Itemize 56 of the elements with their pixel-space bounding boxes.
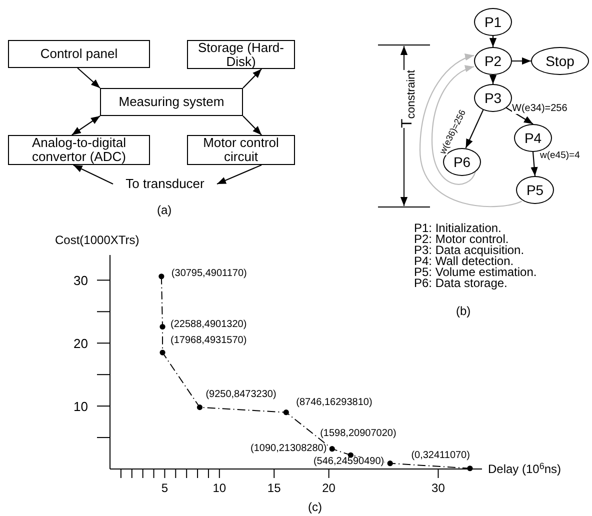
process-ellipse: Stop: [531, 47, 589, 75]
arrow: [489, 75, 497, 84]
axis-label: Cost(1000XTrs): [55, 234, 140, 246]
process-ellipse: P5: [516, 176, 554, 204]
tick-label: 10: [72, 400, 88, 414]
process-ellipse: P2: [474, 47, 512, 75]
point-label: (22588,4901320): [170, 320, 247, 330]
axis-label: Delay (10$^{6}$ns): [488, 463, 562, 475]
key-text: P5: Volume estimation.: [414, 266, 537, 278]
tick-label: 20: [321, 482, 336, 494]
process-box: Measuring system: [100, 88, 243, 116]
arrow: [242, 68, 262, 88]
process-ellipse: P1: [474, 8, 512, 36]
arrow: [530, 152, 538, 176]
tick-label: 20: [72, 337, 88, 350]
process-box: Analog-to-digital convertor (ADC): [8, 135, 150, 165]
edge-label: w(e45)=4: [540, 151, 580, 160]
arrow: [77, 68, 100, 88]
tick-label: 10: [212, 482, 228, 494]
tick-label: 5: [160, 482, 170, 494]
arrow: [465, 108, 484, 148]
point-label: (8746,16293810): [296, 398, 372, 408]
point-label: (546,24590490): [313, 457, 384, 468]
tick-label: 30: [430, 482, 446, 494]
point-label: (30795,4901170): [171, 269, 247, 280]
panel-label: (b): [456, 304, 471, 318]
key-text: P2: Motor control.: [414, 233, 509, 245]
arrow: [242, 116, 262, 136]
process-ellipse: P4: [514, 124, 552, 152]
tick-label: 15: [266, 482, 282, 494]
process-box: Motor control circuit: [187, 135, 295, 165]
arrow: [431, 66, 476, 185]
arrow: [216, 164, 262, 184]
panel-label: (a): [157, 203, 172, 217]
arrow: [72, 116, 100, 136]
key-text: P3: Data acquisition.: [414, 244, 524, 256]
arrow: [489, 36, 497, 47]
process-box: Control panel: [8, 40, 150, 68]
point-label: (1598,20907020): [320, 428, 396, 439]
process-ellipse: P3: [474, 84, 512, 112]
transducer-label: To transducer: [113, 175, 217, 193]
point-label: (9250,8473230): [206, 390, 276, 400]
key-text: P6: Data storage.: [414, 277, 508, 289]
arrow: [419, 54, 522, 208]
point-label: (1090,21308280): [250, 444, 327, 454]
key-text: P1: Initialization.: [414, 222, 502, 234]
key-text: P4: Wall detection.: [414, 255, 514, 267]
point-label: (0,32411070): [411, 451, 470, 462]
tick-label: 30: [72, 274, 88, 288]
arrow: [506, 107, 534, 124]
edge-label: W(e34)=256: [512, 104, 568, 114]
arrow: [512, 57, 531, 65]
process-box: Storage (Hard-Disk): [187, 40, 295, 69]
arrow: [73, 164, 114, 184]
point-label: (17968,4931570): [170, 336, 247, 346]
panel-label: (c): [308, 500, 322, 514]
